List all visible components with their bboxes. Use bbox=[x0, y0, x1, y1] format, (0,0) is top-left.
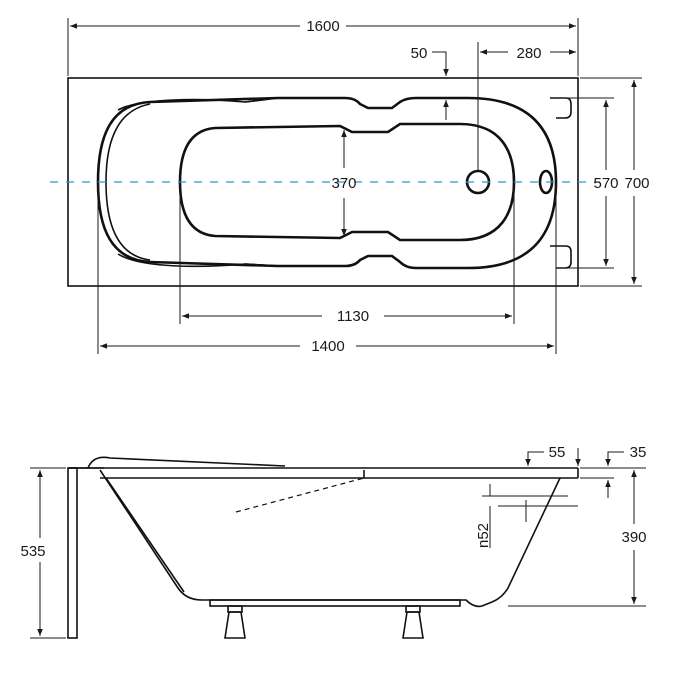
foot-left-bolt bbox=[227, 605, 243, 613]
label-50: 50 bbox=[411, 45, 428, 62]
label-570: 570 bbox=[593, 175, 618, 192]
dim-rim-width: 55 bbox=[525, 444, 581, 466]
label-280: 280 bbox=[516, 45, 541, 62]
label-n52: n52 bbox=[475, 523, 492, 548]
handle-top bbox=[550, 97, 572, 119]
foot-left bbox=[224, 611, 246, 639]
label-35: 35 bbox=[630, 444, 647, 461]
dim-total-width: 700 bbox=[580, 77, 650, 287]
side-view: n52 55 35 390 535 bbox=[20, 444, 647, 639]
dim-bottom-length: 1130 bbox=[179, 185, 515, 325]
dim-total-height: 535 bbox=[20, 467, 66, 639]
feet bbox=[209, 599, 461, 639]
dim-inner-width-rim: 570 bbox=[556, 97, 619, 269]
armrest-top-curve bbox=[117, 97, 279, 111]
tub-body-inner bbox=[105, 477, 185, 593]
apron-panel bbox=[67, 467, 78, 639]
dim-drain-offset: 280 bbox=[480, 45, 576, 62]
label-55: 55 bbox=[549, 444, 566, 461]
label-1130: 1130 bbox=[337, 308, 369, 325]
support-frame bbox=[209, 599, 461, 607]
label-390: 390 bbox=[621, 529, 646, 546]
basin-bottom-outline bbox=[178, 122, 516, 242]
top-view: 1600 280 50 370 570 bbox=[50, 18, 650, 355]
dim-overflow-offset: 50 bbox=[411, 45, 449, 120]
basin-top-edge bbox=[96, 96, 558, 270]
grip-line-bottom bbox=[244, 263, 279, 267]
dim-rim-thickness: 35 bbox=[580, 444, 646, 498]
dim-total-length: 1600 bbox=[70, 18, 576, 35]
label-700: 700 bbox=[624, 175, 649, 192]
dim-inner-length: 1400 bbox=[97, 185, 557, 355]
tub-body bbox=[99, 469, 561, 608]
label-1400: 1400 bbox=[311, 338, 344, 355]
headrest-inner-curve bbox=[105, 103, 151, 261]
foot-right bbox=[402, 611, 424, 639]
armrest-bottom-curve bbox=[117, 253, 279, 268]
internal-slope bbox=[235, 477, 365, 513]
grip-line-top bbox=[244, 97, 279, 103]
dim-depth: 390 bbox=[508, 467, 647, 607]
label-370: 370 bbox=[331, 175, 356, 192]
handle-bottom bbox=[550, 245, 572, 269]
headrest-top bbox=[87, 456, 286, 469]
label-535: 535 bbox=[20, 543, 45, 560]
foot-right-bolt bbox=[405, 605, 421, 613]
label-1600: 1600 bbox=[306, 18, 339, 35]
dim-inner-width: 370 bbox=[331, 130, 357, 236]
